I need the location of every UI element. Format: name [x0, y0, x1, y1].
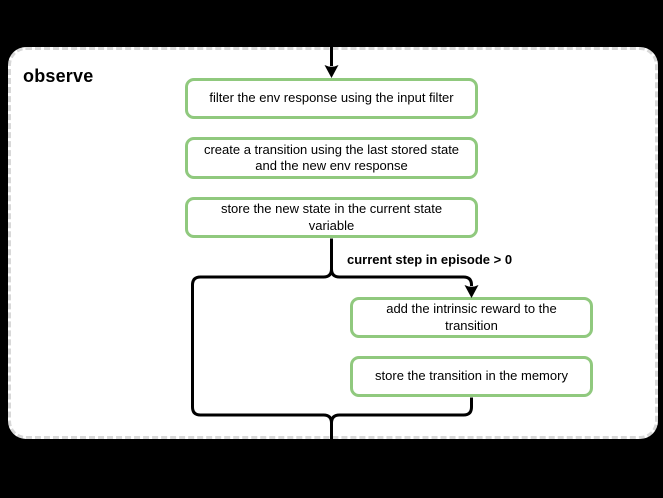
node-label: create a transition using the last store… [203, 141, 460, 173]
node-store-transition: store the transition in the memory [350, 356, 593, 397]
node-filter-env-response: filter the env response using the input … [185, 78, 478, 119]
node-store-new-state: store the new state in the current state… [185, 197, 478, 238]
node-add-intrinsic-reward: add the intrinsic reward to the transiti… [350, 297, 593, 338]
node-label: filter the env response using the input … [209, 90, 454, 106]
node-label: store the transition in the memory [375, 368, 568, 384]
node-create-transition: create a transition using the last store… [185, 137, 478, 179]
condition-label: current step in episode > 0 [347, 252, 513, 267]
node-label: store the new state in the current state… [220, 201, 443, 233]
group-title: observe [23, 66, 94, 86]
node-label: add the intrinsic reward to the transiti… [386, 301, 557, 333]
